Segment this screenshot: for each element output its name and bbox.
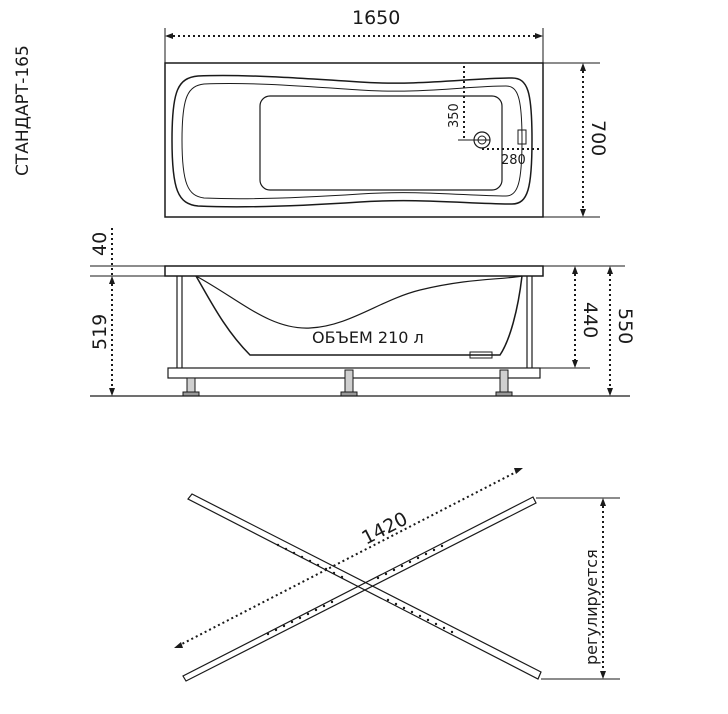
tub-body-side — [195, 275, 523, 356]
overflow-icon — [517, 129, 527, 145]
frame-cross-view: 1420 регулируется — [174, 468, 620, 682]
bar-2-holes — [266, 544, 444, 636]
rim-height-value: 40 — [89, 232, 111, 256]
tub-rim-outline — [171, 74, 533, 208]
cross-bar-1 — [187, 493, 542, 680]
cross-bar-2 — [182, 496, 537, 682]
frame-base — [167, 367, 541, 379]
leg-left — [182, 377, 200, 397]
drain-offset-y-value: 350 — [447, 103, 462, 128]
leg-right — [495, 369, 513, 397]
volume-label: ОБЪЕМ 210 л — [312, 328, 424, 347]
leg-height-value: 519 — [89, 314, 111, 350]
adjustable-label: регулируется — [582, 549, 601, 665]
drain-offset-x-value: 280 — [501, 153, 526, 168]
total-height-value: 550 — [614, 308, 636, 344]
leg-center — [340, 369, 358, 397]
bar-1-holes — [276, 543, 454, 634]
model-title: СТАНДАРТ-165 — [13, 45, 33, 176]
side-view: ОБЪЕМ 210 л 40 519 440 550 — [89, 228, 636, 397]
cross-length-value: 1420 — [358, 508, 411, 550]
tub-basin — [259, 95, 503, 191]
tub-rim-side — [164, 265, 544, 277]
tub-inner-rim — [181, 82, 523, 200]
cross-length-dimension-line — [177, 469, 521, 647]
top-view: 1650 700 350 280 — [164, 7, 609, 218]
width-value: 700 — [587, 120, 609, 156]
inner-depth-value: 440 — [579, 302, 601, 338]
length-value: 1650 — [352, 7, 400, 29]
